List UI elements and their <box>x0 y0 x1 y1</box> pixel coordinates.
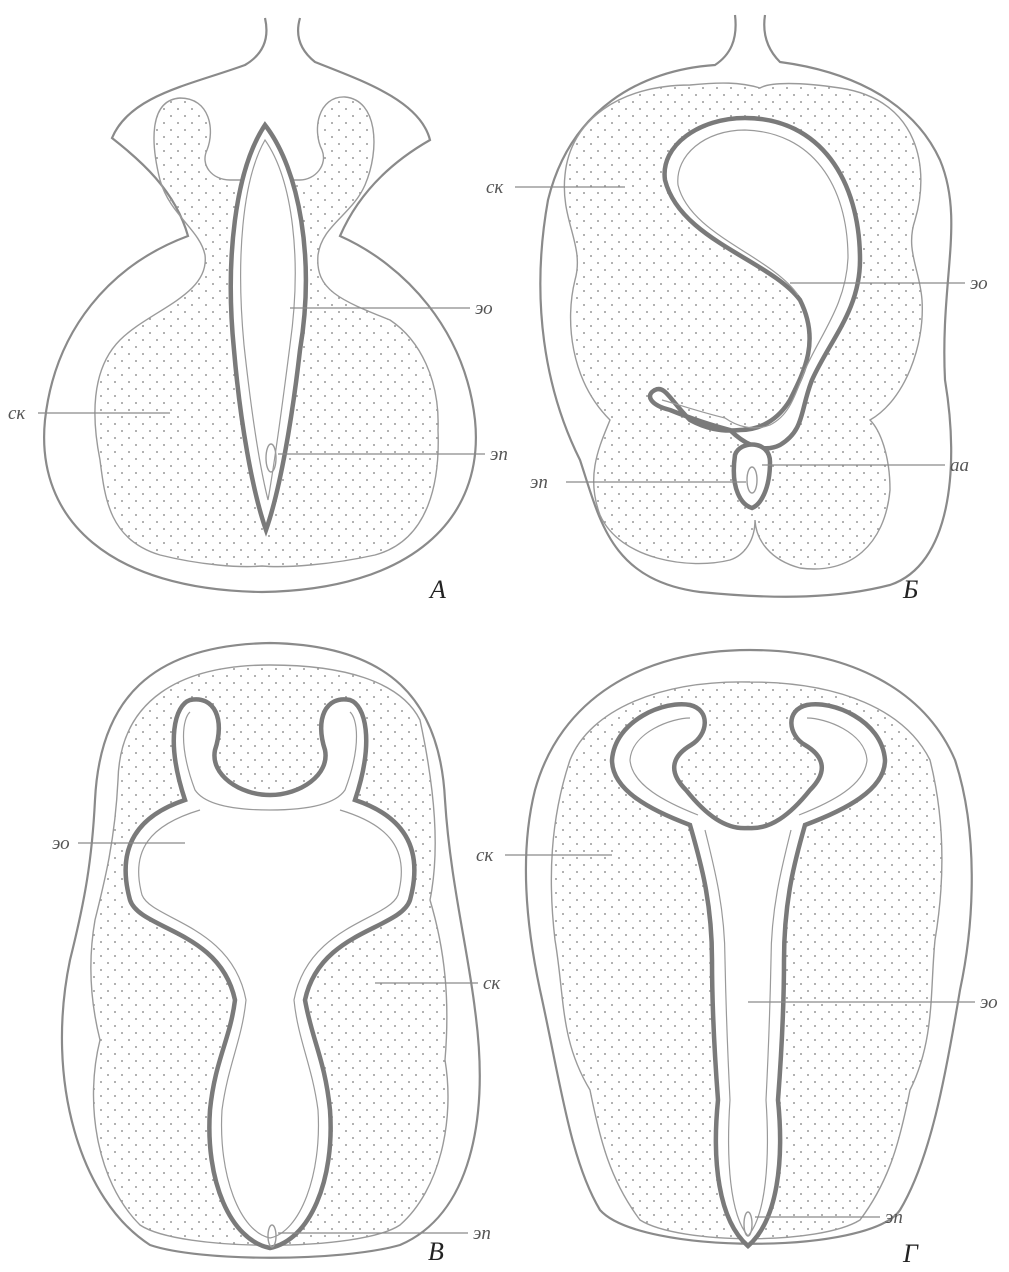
panel-a-letter: А <box>428 575 446 604</box>
panel-b-aa-label: аа <box>950 455 969 476</box>
panel-g-letter: Г <box>902 1239 919 1268</box>
panel-b-eo-label: эо <box>970 273 988 294</box>
panel-g-ep-label: эп <box>885 1207 903 1228</box>
panel-a-eo-label: эо <box>475 298 493 319</box>
panel-b-sk-label: ск <box>486 177 504 198</box>
panel-a: эо ск эп А <box>8 18 508 604</box>
panel-v-eo-label: эо <box>52 833 70 854</box>
panel-b: ск эо аа эп Б <box>486 15 988 604</box>
panel-v-sk-label: ск <box>483 973 501 994</box>
panel-a-ep-label: эп <box>490 444 508 465</box>
panel-v-ep-label: эп <box>473 1223 491 1244</box>
panel-b-letter: Б <box>902 575 918 604</box>
panel-g-eo-label: эо <box>980 992 998 1013</box>
panel-a-sk-label: ск <box>8 403 26 424</box>
panel-b-ep-label: эп <box>530 472 548 493</box>
panel-v: эо ск эп В <box>52 643 501 1266</box>
panel-g: ск эо эп Г <box>476 650 998 1268</box>
panel-g-sk-label: ск <box>476 845 494 866</box>
panel-v-letter: В <box>428 1237 444 1266</box>
